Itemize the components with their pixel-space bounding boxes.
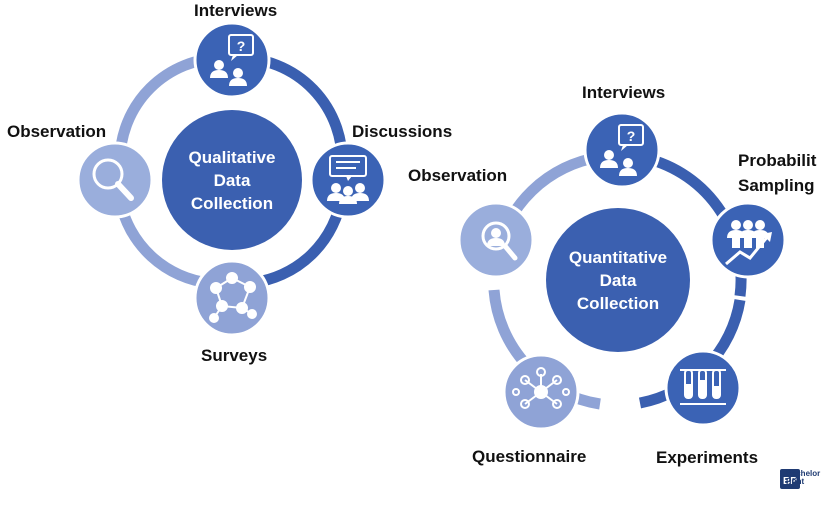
quant-questionnaire-label: Questionnaire [472,447,587,466]
discussion-group-icon [327,155,369,204]
qual-interviews-label: Interviews [194,1,278,20]
quant-interviews-label: Interviews [582,83,666,102]
qual-surveys-label: Surveys [201,346,268,365]
qual-interviews-node: ? [193,21,271,99]
quant-center-title: Quantitative Data Collection [568,248,668,313]
qual-center-circle [162,110,302,250]
svg-text:BP: BP [783,476,797,487]
qual-observation-label: Observation [7,122,107,141]
quant-interviews-node: ? [583,111,661,189]
quant-observation-node [457,201,535,279]
qual-surveys-node [193,259,271,337]
quant-experiments-label: Experiments [656,448,759,467]
magnifier-icon [92,158,134,201]
person-magnifier-icon [481,221,518,261]
interview-people-icon: ? [600,124,644,176]
quant-center-circle [546,208,690,352]
quantitative-cycle: ? [457,111,787,431]
svg-text:?: ? [237,38,246,54]
bachelorprint-logo-icon: BP [780,469,800,489]
quant-observation-label: Observation [408,166,508,185]
qual-center-title: Qualitative Data Collection [188,148,276,213]
quant-questionnaire-node [502,353,580,431]
sampling-growth-icon [725,220,772,266]
quant-probability-label-line2: Sampling [738,176,815,195]
quant-probability-node [709,201,787,279]
qual-observation-node [76,141,154,219]
quant-probability-label-line1: Probabilit [738,151,817,170]
quant-experiments-node [664,349,742,427]
questionnaire-network-icon [512,367,570,409]
qualitative-cycle: ? [76,21,387,337]
brand-wordmark: Bachelor Print [786,469,821,486]
interview-people-icon: ? [210,34,254,86]
test-tubes-icon [680,369,726,405]
qual-discussions-node [309,141,387,219]
survey-network-icon [209,272,257,323]
qual-discussions-label: Discussions [352,122,453,141]
svg-text:?: ? [627,128,636,144]
